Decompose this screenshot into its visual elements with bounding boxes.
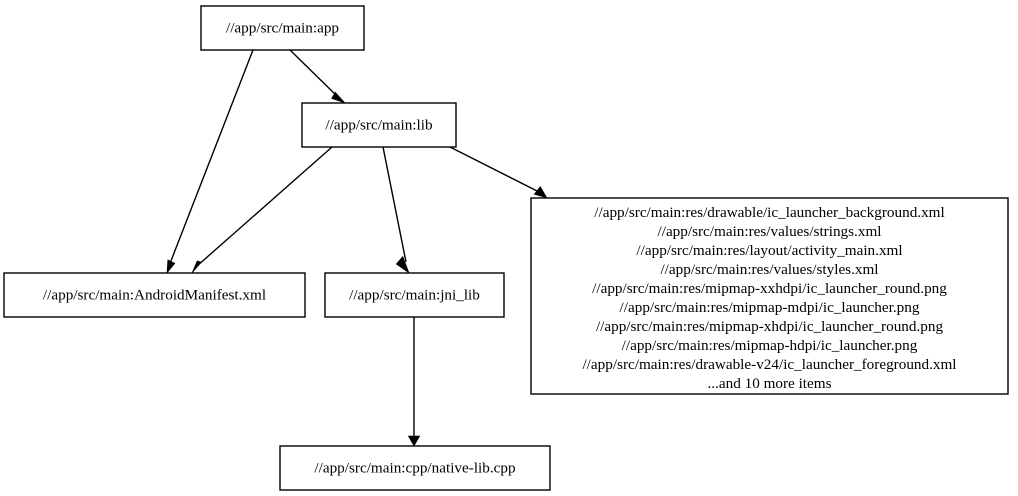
node-lib-label: //app/src/main:lib: [325, 116, 433, 133]
node-app-label: //app/src/main:app: [226, 19, 339, 36]
node-resources-line-2: //app/src/main:res/values/strings.xml: [658, 223, 882, 240]
node-resources-line-6: //app/src/main:res/mipmap-mdpi/ic_launch…: [620, 299, 920, 316]
node-native-lib-box[interactable]: [279, 445, 551, 491]
node-resources-line-1: //app/src/main:res/drawable/ic_launcher_…: [594, 204, 944, 221]
edge-line: [289, 49, 340, 99]
node-lib[interactable]: //app/src/main:lib: [301, 102, 457, 148]
edge-line: [196, 146, 333, 267]
node-resources-line-8: //app/src/main:res/mipmap-hdpi/ic_launch…: [622, 337, 918, 354]
arrow-head-icon: [407, 435, 421, 447]
node-native-lib[interactable]: //app/src/main:cpp/native-lib.cpp: [279, 445, 551, 491]
node-resources-line-4: //app/src/main:res/values/styles.xml: [660, 261, 878, 278]
node-resources-line-10: ...and 10 more items: [707, 375, 831, 392]
node-native-lib-label: //app/src/main:cpp/native-lib.cpp: [314, 459, 515, 476]
node-jni-lib-label: //app/src/main:jni_lib: [349, 286, 480, 303]
arrow-head-icon: [533, 186, 548, 199]
node-manifest[interactable]: //app/src/main:AndroidManifest.xml: [3, 272, 306, 318]
edge-lib-to-jni-lib: [382, 146, 410, 274]
node-resources-line-5: //app/src/main:res/mipmap-xxhdpi/ic_laun…: [592, 280, 947, 297]
edge-line: [168, 49, 254, 267]
node-jni-lib-box[interactable]: [324, 272, 505, 318]
edge-line: [382, 146, 407, 263]
arrow-head-icon: [395, 255, 410, 274]
arrow-head-icon: [166, 259, 176, 274]
edge-app-to-lib: [289, 49, 346, 104]
edge-jni-lib-to-native-lib: [407, 317, 421, 447]
node-resources-box[interactable]: [530, 197, 1009, 395]
node-resources[interactable]: //app/src/main:res/drawable/ic_launcher_…: [530, 197, 1009, 395]
node-resources-line-7: //app/src/main:res/mipmap-xhdpi/ic_launc…: [596, 318, 944, 335]
arrow-head-icon: [331, 91, 346, 104]
node-lib-box[interactable]: [301, 102, 457, 148]
node-resources-line-9: //app/src/main:res/drawable-v24/ic_launc…: [582, 356, 956, 373]
node-jni-lib[interactable]: //app/src/main:jni_lib: [324, 272, 505, 318]
node-manifest-label: //app/src/main:AndroidManifest.xml: [43, 286, 266, 303]
node-app[interactable]: //app/src/main:app: [200, 5, 365, 51]
edge-app-to-manifest: [166, 49, 254, 274]
node-manifest-box[interactable]: [3, 272, 306, 318]
node-resources-line-3: //app/src/main:res/layout/activity_main.…: [636, 242, 902, 259]
edge-lib-to-manifest: [191, 146, 333, 274]
arrow-head-icon: [191, 260, 202, 274]
edge-lib-to-resources: [449, 146, 548, 199]
node-app-box[interactable]: [200, 5, 365, 51]
edge-line: [449, 146, 542, 194]
